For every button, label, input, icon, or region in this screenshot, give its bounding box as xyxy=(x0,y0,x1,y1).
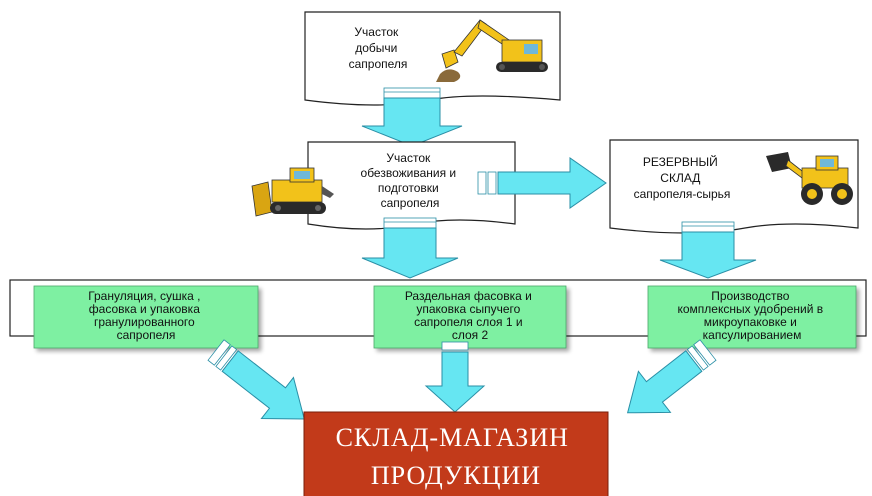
granulation-label-line: гранулированного xyxy=(94,315,195,329)
packing-process: Раздельная фасовка и упаковка сыпучего с… xyxy=(373,285,567,349)
extraction-node: Участок добычи сапропеля xyxy=(304,11,561,106)
reserve-box xyxy=(609,139,859,234)
fertilizers-label-line: микроупаковке и xyxy=(704,315,797,329)
store-node: СКЛАД-МАГАЗИН ПРОДУКЦИИ xyxy=(303,411,609,496)
fertilizers-label-line: Производство xyxy=(711,289,790,303)
granulation-label-line: сапропеля xyxy=(117,328,176,342)
svg-text:Раздельная фасовка и упа: Раздельная фасовка и упаковка сыпучего с… xyxy=(405,289,535,342)
reserve-label-line: СКЛАД xyxy=(660,171,700,185)
granulation-label-line: Грануляция, сушка , xyxy=(88,289,200,303)
wheel-loader-icon xyxy=(766,152,853,205)
granulation-label-line: фасовка и упаковка xyxy=(89,302,200,316)
store-box xyxy=(303,411,609,496)
extraction-label-line: Участок xyxy=(354,25,399,39)
reserve-label-line: РЕЗЕРВНЫЙ xyxy=(643,154,718,169)
dewatering-label-line: Участок xyxy=(386,151,431,165)
store-title-line: ПРОДУКЦИИ xyxy=(371,461,541,490)
extraction-label-line: сапропеля xyxy=(349,57,408,71)
packing-label-line: Раздельная фасовка и xyxy=(405,289,532,303)
dewatering-label-line: сапропеля xyxy=(381,196,440,210)
arrow-dewatering-to-reserve xyxy=(477,157,607,209)
reserve-label-line: сапропеля-сырья xyxy=(634,187,731,201)
arrow-extraction-to-dewatering xyxy=(361,87,463,147)
dewatering-node: Участок обезвоживания и подготовки сапро… xyxy=(251,141,516,230)
svg-text:СКЛАД-МАГАЗИН ПРОДУКЦИИ: СКЛАД-МАГАЗИН ПРОДУКЦИИ xyxy=(336,423,577,490)
dewatering-label-line: подготовки xyxy=(378,181,439,195)
granulation-process: Грануляция, сушка , фасовка и упаковка г… xyxy=(33,285,259,349)
excavator-icon xyxy=(436,19,548,82)
fertilizers-process: Производство комплексных удобрений в мик… xyxy=(647,285,857,349)
arrow-packing-to-store xyxy=(424,341,486,413)
packing-label-line: упаковка сыпучего xyxy=(416,302,520,316)
arrow-granulation-to-store xyxy=(207,339,305,420)
arrow-reserve-to-processing xyxy=(659,221,757,279)
svg-text:Производство комплексных: Производство комплексных удобрений в мик… xyxy=(677,289,826,342)
fertilizers-label-line: комплексных удобрений в xyxy=(677,302,823,316)
packing-label-line: слоя 2 xyxy=(452,328,489,342)
packing-label-line: сапропеля слоя 1 и xyxy=(414,315,522,329)
svg-text:РЕЗЕРВНЫЙ СКЛАД са: РЕЗЕРВНЫЙ СКЛАД сапропеля-сырья xyxy=(634,154,731,201)
store-title-line: СКЛАД-МАГАЗИН xyxy=(336,423,569,452)
dewatering-label-line: обезвоживания и xyxy=(361,166,457,180)
bulldozer-icon xyxy=(251,167,334,217)
reserve-node: РЕЗЕРВНЫЙ СКЛАД сапропеля-сырья xyxy=(609,139,859,234)
arrow-fertilizers-to-store xyxy=(626,339,717,414)
arrow-dewatering-to-processing xyxy=(361,217,459,279)
fertilizers-label-line: капсулированием xyxy=(703,328,802,342)
svg-text:Участок обезвоживания и: Участок обезвоживания и подготовки сапро… xyxy=(361,151,460,210)
svg-text:Грануляция, сушка , фасо: Грануляция, сушка , фасовка и упаковка г… xyxy=(88,289,204,342)
extraction-label-line: добычи xyxy=(355,41,397,55)
svg-text:Участок добычи сап: Участок добычи сапропеля xyxy=(349,25,408,71)
